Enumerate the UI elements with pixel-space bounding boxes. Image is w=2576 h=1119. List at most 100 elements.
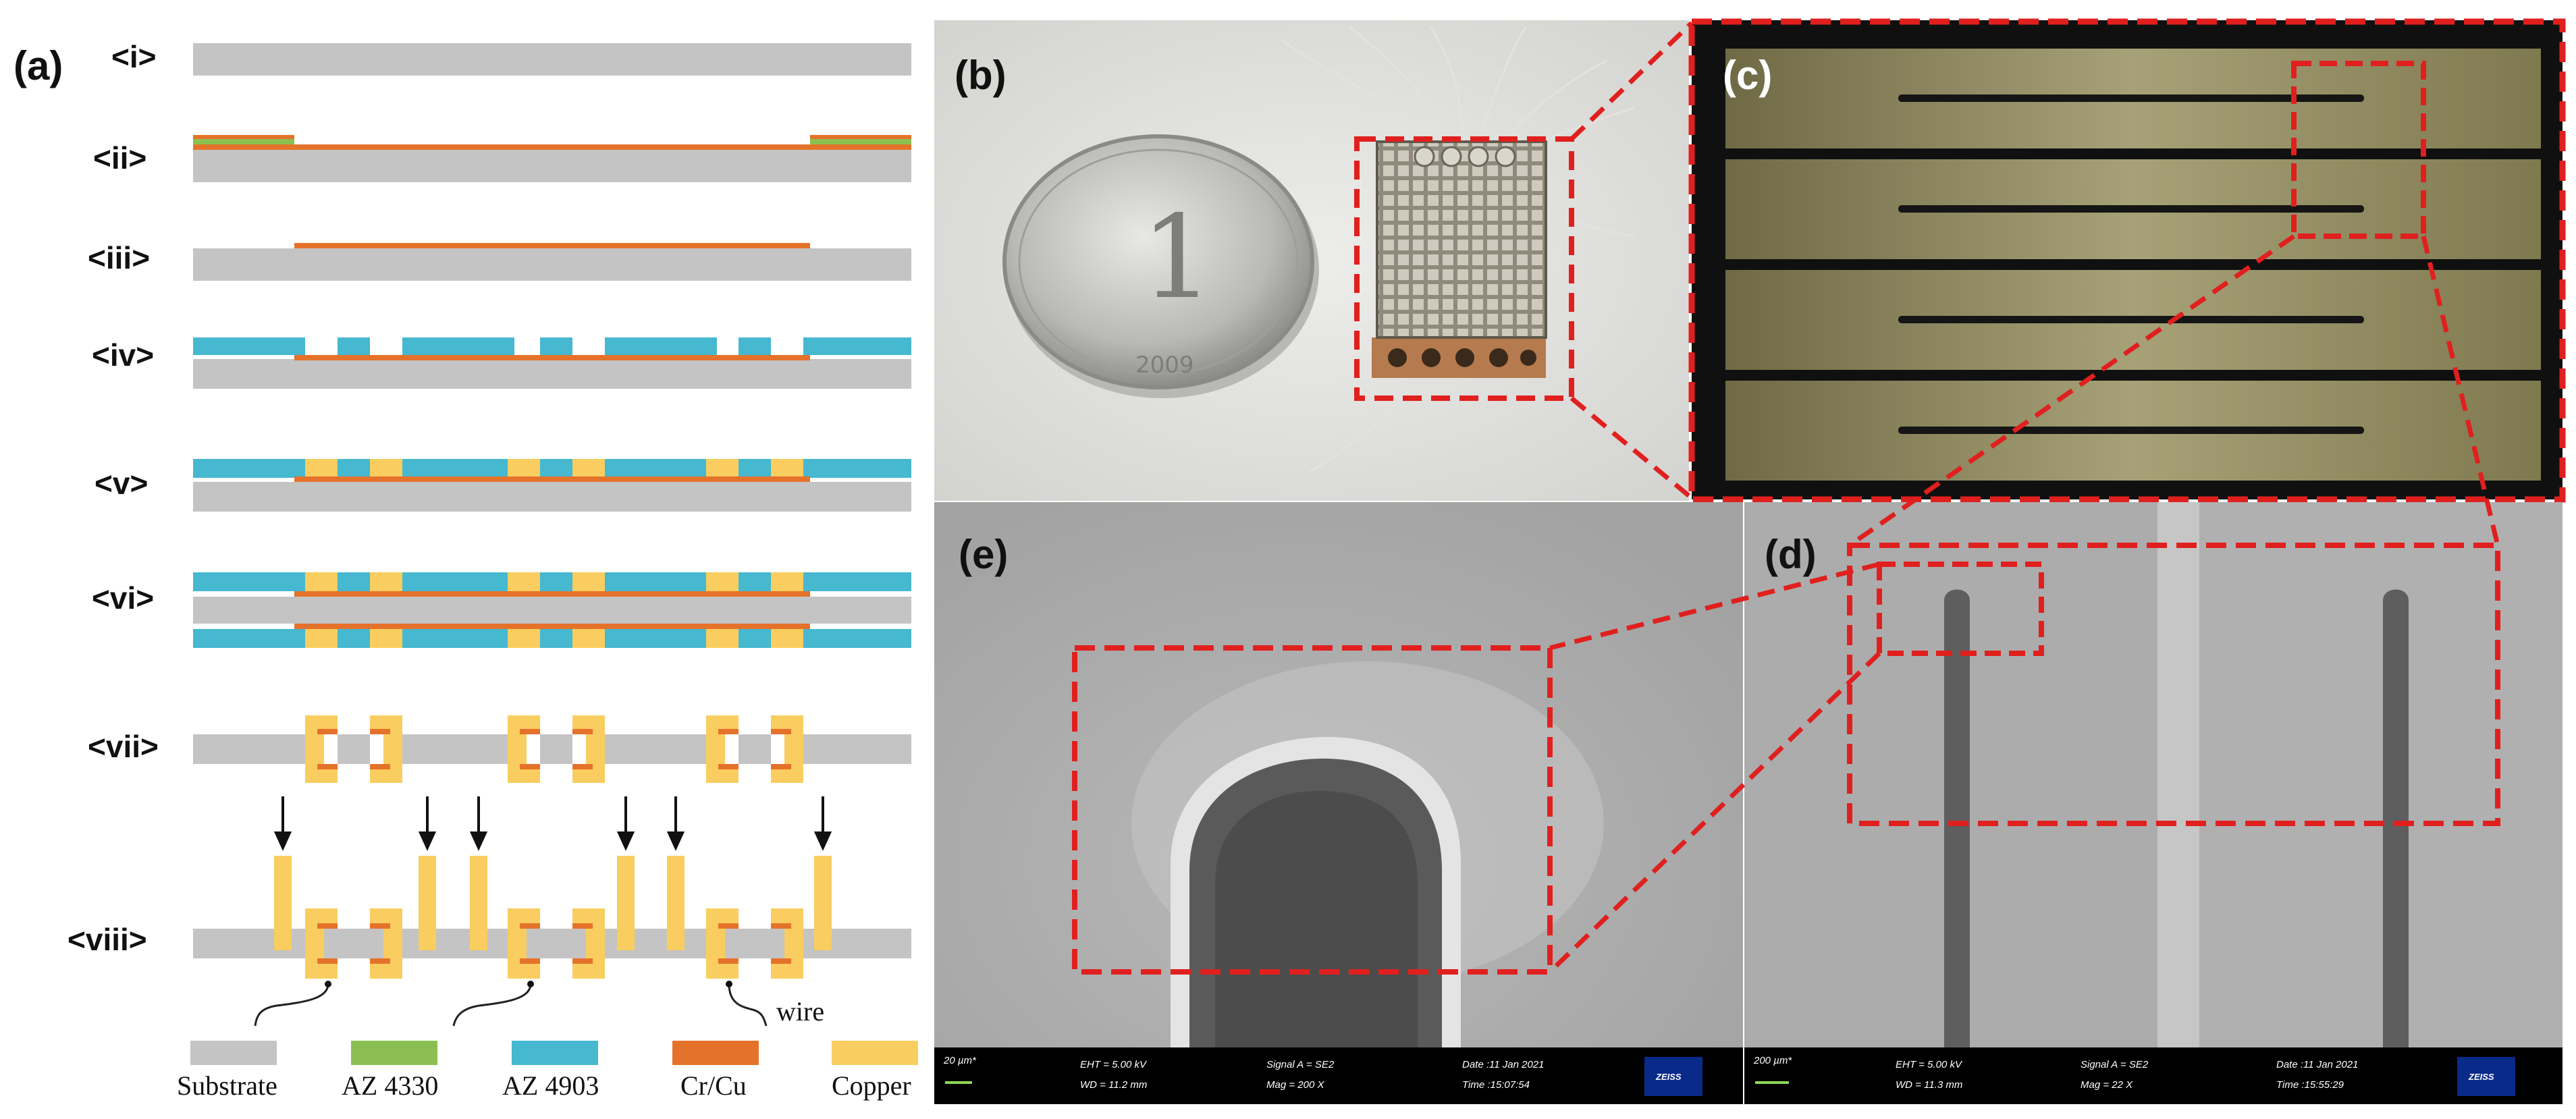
legend-label-crcu: Cr/Cu [680, 1070, 747, 1101]
panel-a: (a) <i> <ii> <iii> <iv> <v> <vi> <vii> <… [14, 39, 918, 1101]
legend-label-az4903: AZ 4903 [502, 1070, 599, 1101]
panel-c-letter: (c) [1723, 53, 1772, 98]
step-ii-crcu-right-top [810, 135, 911, 139]
panel-e-wd: WD = 11.2 mm [1080, 1079, 1147, 1091]
panel-d-eht: EHT = 5.00 kV [1896, 1059, 1963, 1070]
step-label-i: <i> [111, 39, 157, 74]
panel-d: (d) 200 µm* EHT = 5.00 kV WD = 11.3 mm S… [1744, 502, 2562, 1104]
step-viii-substrate [193, 929, 911, 958]
panel-e-date: Date :11 Jan 2021 [1462, 1059, 1544, 1070]
step-vii-substrate-seg [605, 734, 706, 764]
step-viii-wire-dots [325, 981, 732, 987]
step-label-ii: <ii> [93, 140, 146, 175]
step-label-viii: <viii> [68, 922, 147, 957]
panel-d-time: Time :15:55:29 [2276, 1079, 2344, 1091]
step-vii-substrate-seg [338, 734, 370, 764]
legend-swatch-crcu [672, 1041, 759, 1065]
legend-swatch-substrate [190, 1041, 277, 1065]
coin [1002, 134, 1314, 389]
step-vii-stack [193, 715, 911, 783]
step-iv-stack [193, 337, 911, 389]
step-v-copper [370, 459, 402, 476]
panel-d-zeiss-text: ZEISS [2468, 1072, 2494, 1082]
step-i-substrate [193, 43, 911, 76]
panel-d-gap [2157, 502, 2199, 1104]
device-holes [1388, 348, 1536, 367]
step-ii-crcu-layer [193, 144, 911, 150]
step-v-substrate [193, 482, 911, 512]
panel-b: 1 2009 (b) [934, 20, 1689, 501]
step-viii-inserted-pins [274, 856, 832, 950]
step-vi-resist-top [193, 572, 911, 591]
step-vii-substrate-seg [540, 734, 572, 764]
step-iv-resist [402, 337, 514, 355]
panel-d-mag: Mag = 22 X [2081, 1079, 2133, 1091]
step-iv-resist [803, 337, 911, 355]
panel-b-zoom-box [1354, 136, 1574, 401]
step-iii-substrate [193, 248, 911, 281]
step-ii-stack [193, 135, 911, 182]
legend-label-az4330: AZ 4330 [342, 1070, 438, 1101]
step-v-copper [305, 459, 338, 476]
step-ii-crcu-left-top [193, 135, 294, 139]
step-iii-crcu [294, 243, 810, 248]
panel-e-zeiss-text: ZEISS [1655, 1072, 1682, 1082]
coin-rim [1018, 148, 1299, 375]
panel-e-eht: EHT = 5.00 kV [1080, 1059, 1148, 1070]
step-label-iv: <iv> [92, 337, 154, 373]
panel-e-scale: 20 µm* [943, 1055, 977, 1066]
hole-inner [1215, 790, 1418, 1060]
step-label-iii: <iii> [88, 240, 150, 275]
step-vii-substrate-seg [193, 734, 305, 764]
panel-d-info-bar [1744, 1047, 2562, 1104]
legend-label-substrate: Substrate [177, 1070, 277, 1101]
connector-c-to-d-left [1848, 234, 2295, 547]
panel-d-scale: 200 µm* [1753, 1055, 1792, 1066]
step-v-copper [706, 459, 739, 476]
step-vii-crcu-traces [317, 729, 791, 769]
panel-d-signal: Signal A = SE2 [2081, 1059, 2149, 1070]
connector-d-to-e-top [1549, 562, 1880, 651]
step-label-vi: <vi> [92, 580, 154, 616]
step-vii-substrate-seg [739, 734, 771, 764]
panel-d-date: Date :11 Jan 2021 [2276, 1059, 2358, 1070]
step-iv-substrate [193, 359, 911, 389]
zoom-connectors [1548, 21, 2500, 974]
legend-swatch-az4903 [512, 1041, 598, 1065]
device-solder-pads [1414, 146, 1516, 167]
step-iv-resist [193, 337, 305, 355]
panel-e-zeiss-logo [1644, 1057, 1702, 1096]
step-viii-insertion-arrows [273, 796, 832, 851]
wire-label: wire [776, 996, 824, 1027]
panel-e-zoom-box [1072, 645, 1553, 975]
step-vi-stack [193, 572, 911, 648]
connector-b-to-c-top [1569, 21, 1694, 141]
panel-e-mag: Mag = 200 X [1266, 1079, 1324, 1091]
step-iv-crcu [294, 355, 810, 360]
step-v-stack [193, 459, 911, 512]
step-iii-stack [193, 243, 911, 281]
panel-d-letter: (d) [1765, 532, 1817, 577]
step-vi-resist-bottom [193, 629, 911, 648]
step-ii-az4330-right [810, 139, 911, 144]
legend-swatch-copper [832, 1041, 918, 1065]
step-ii-substrate [193, 150, 911, 182]
step-iv-resist [540, 337, 572, 355]
step-vi-substrate [193, 597, 911, 624]
panel-c-frame [1688, 18, 2566, 503]
step-iv-resist [739, 337, 771, 355]
panel-a-letter: (a) [14, 43, 63, 88]
step-vi-crcu-top [294, 591, 810, 597]
panel-d-zoom-box-small [1877, 562, 2044, 656]
step-v-crcu [294, 476, 810, 482]
panel-d-zeiss-logo [2457, 1057, 2515, 1096]
step-label-vii: <vii> [88, 729, 159, 764]
step-vi-crcu-bottom [294, 624, 810, 629]
panel-c: (c) [1688, 18, 2566, 503]
panel-d-right-plate [2199, 502, 2562, 1104]
step-iv-resist [338, 337, 370, 355]
panel-b-letter: (b) [955, 53, 1007, 98]
step-v-resist [193, 459, 911, 478]
step-v-copper [572, 459, 605, 476]
step-vii-substrate-seg [402, 734, 508, 764]
